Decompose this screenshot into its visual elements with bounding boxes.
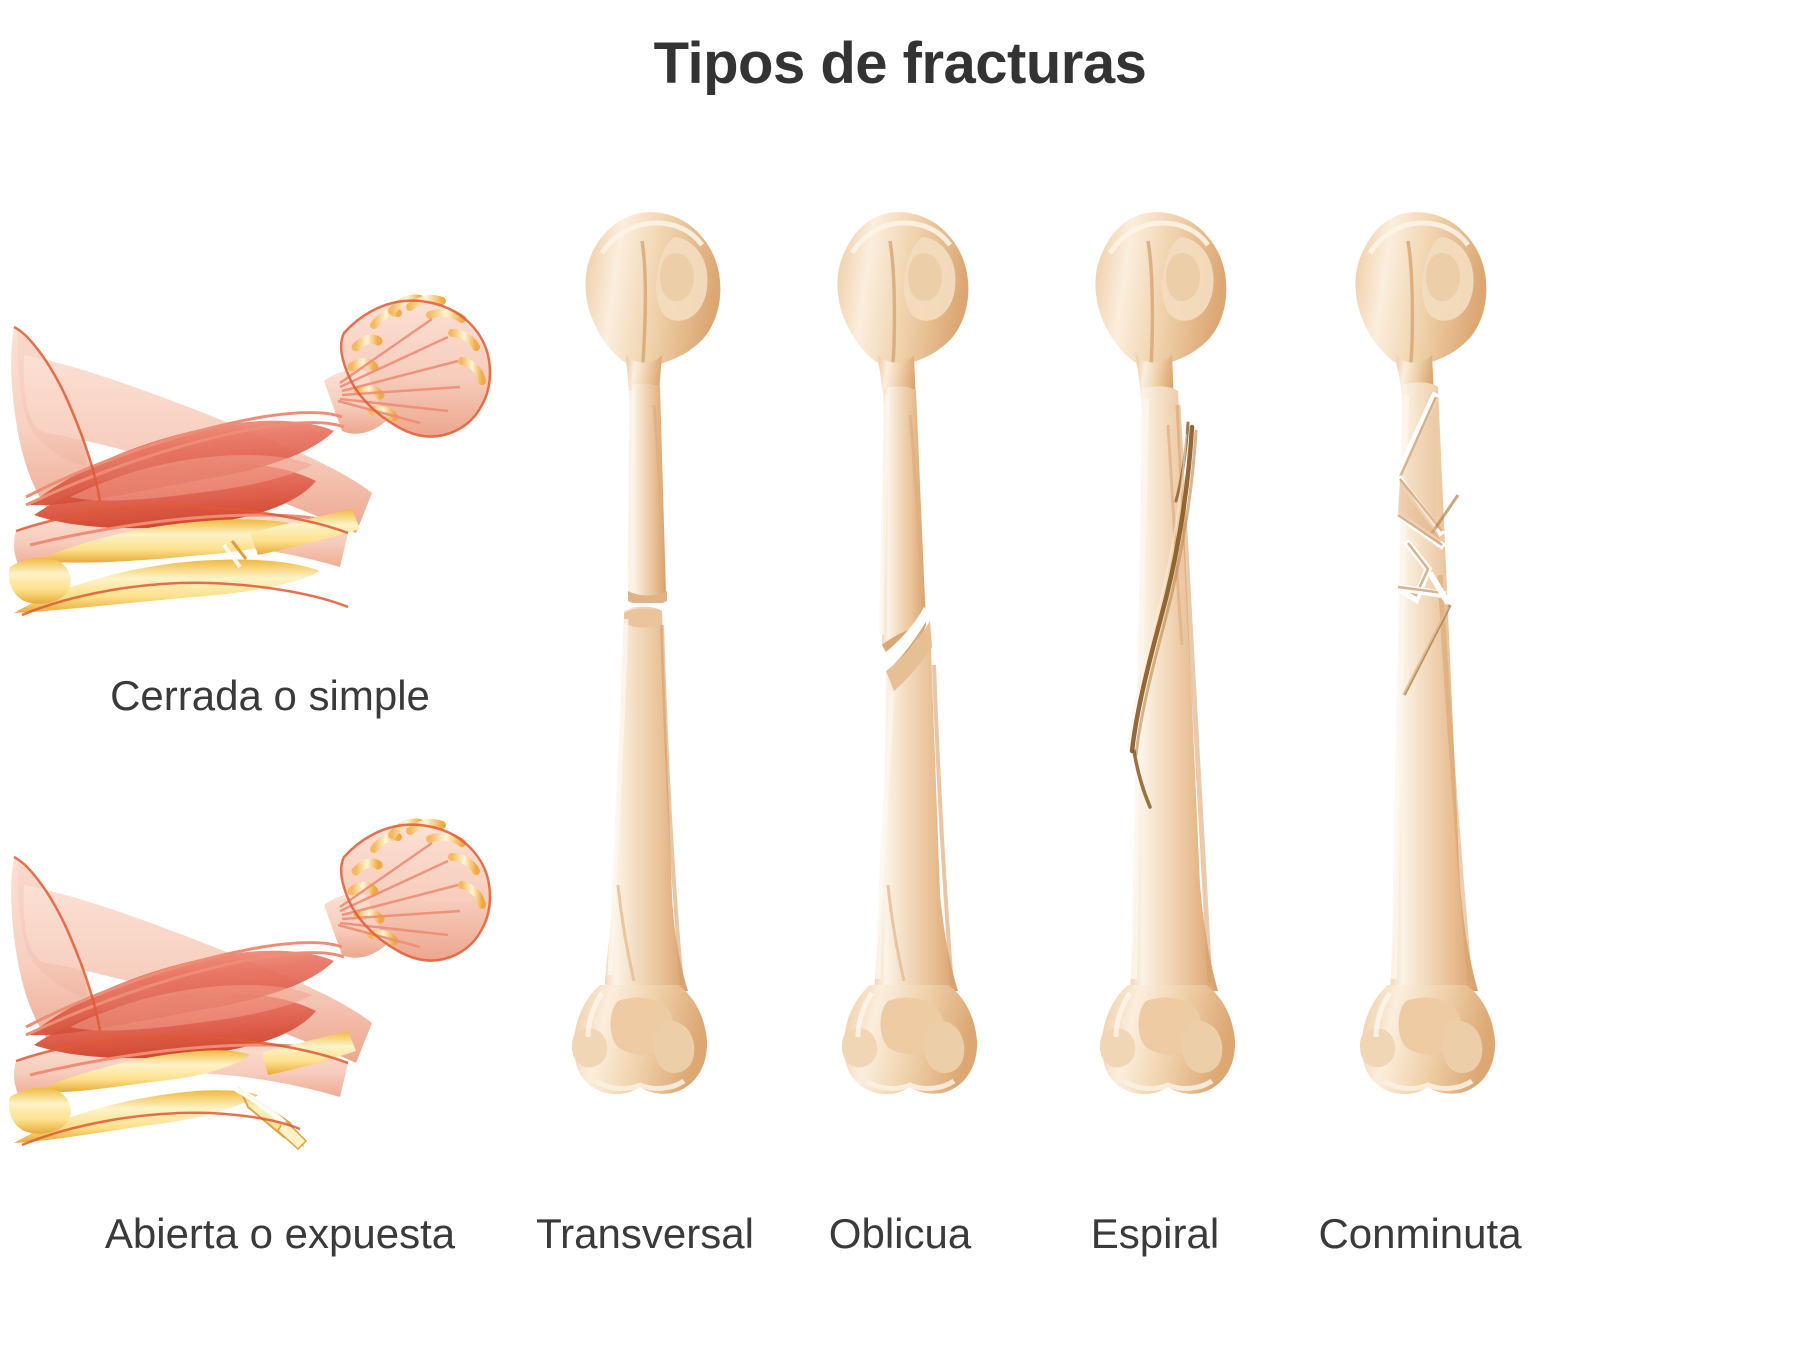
tubercle-inner <box>660 253 694 301</box>
deltoid-tuberosity-line <box>908 414 924 596</box>
shaft-lower-shadow <box>660 624 684 986</box>
arm-outlines <box>13 299 492 617</box>
trochlea-outline <box>864 1078 956 1091</box>
shaft-shadow-right <box>1437 574 1473 984</box>
capitulum <box>1182 1020 1223 1073</box>
hand-tendons <box>337 317 461 425</box>
distal-bone-segment <box>262 1031 356 1075</box>
oblique-lower-face <box>886 621 932 691</box>
fragment-line-1 <box>1394 391 1440 477</box>
muscle-highlight <box>70 455 312 501</box>
fragment-line-3-shade <box>1397 513 1443 547</box>
proximal-bone-head <box>8 557 71 604</box>
figure-transverse-fracture <box>530 195 760 1185</box>
spiral-fracture-crack-shadow <box>1134 429 1198 757</box>
shaft-upper-edge-light <box>879 394 890 636</box>
tubercle-inner <box>1166 253 1200 301</box>
medial-epicondyle <box>1360 1028 1396 1068</box>
head-ridge-highlight <box>1107 220 1211 255</box>
humerus-shaft <box>1130 386 1218 995</box>
trochlea-outline <box>1382 1078 1474 1091</box>
fragment-line-2-shade <box>1399 478 1443 532</box>
caption-closed-fracture: Cerrada o simple <box>110 672 430 719</box>
fragment-line-8 <box>1430 494 1460 534</box>
skin-wound-opening <box>234 1086 286 1126</box>
medial-epicondyle <box>1100 1028 1136 1068</box>
deltoid-tuberosity-line <box>652 404 664 546</box>
deltoid-tuberosity-line <box>1166 424 1184 646</box>
caption-comminuted: Conminuta <box>1318 1210 1522 1257</box>
supracondylar-ridge <box>616 884 636 982</box>
spiral-fracture-crack-main <box>1129 424 1195 754</box>
fragment-line-7-hl <box>1401 606 1449 698</box>
figure-comminuted-fracture <box>1310 195 1540 1185</box>
capitulum <box>1442 1020 1483 1073</box>
trochlea-outline <box>1122 1078 1214 1091</box>
lower-fracture-surface <box>624 608 662 628</box>
closed-fracture-arm-graphic <box>8 294 492 617</box>
caption-oblique: Oblicua <box>828 1210 972 1257</box>
hand-tendons <box>337 841 461 949</box>
fragment-shadow-wedge <box>1398 479 1442 545</box>
comminuted-bone-graphic <box>1355 212 1496 1095</box>
distal-highlight <box>855 991 875 1038</box>
figure-spiral-fracture <box>1050 195 1280 1185</box>
fragment-shadow-wedge-2 <box>1400 395 1438 533</box>
page-title: Tipos de fracturas <box>653 31 1147 96</box>
shaft-lower-shadow <box>932 664 954 986</box>
figure-closed-fracture <box>0 215 520 635</box>
capitulum <box>654 1020 695 1073</box>
arm-outlines <box>13 823 492 1147</box>
oblique-fracture-gap <box>874 607 930 675</box>
humerus-shaft-lower <box>874 621 958 995</box>
fracture-line-closed <box>230 540 248 560</box>
protruding-bone-tip <box>277 1117 308 1151</box>
spiral-bone-graphic <box>1095 212 1236 1095</box>
fragment-line-1-shade <box>1398 396 1438 478</box>
medial-epicondyle <box>572 1028 608 1068</box>
tubercle-inner <box>908 253 942 301</box>
ulna-bone <box>14 559 320 613</box>
shaft-lower-edge-light <box>875 690 895 980</box>
comminuted-fracture-lines <box>1393 391 1460 698</box>
distal-forearm-bone <box>250 509 360 555</box>
distal-highlight <box>1373 991 1393 1038</box>
shaft-upper-edge-light <box>627 390 635 594</box>
caption-spiral: Espiral <box>1090 1210 1220 1257</box>
radius-bone <box>36 1050 250 1093</box>
spiral-fracture-branch-lower <box>1132 749 1152 809</box>
open-fracture-arm-graphic <box>8 818 492 1151</box>
transverse-fracture-top-surface <box>628 591 667 606</box>
distal-highlight <box>1113 991 1133 1038</box>
oblique-bone-graphic <box>837 212 978 1095</box>
transverse-bone-graphic <box>572 212 721 1095</box>
caption-open-fracture: Abierta o expuesta <box>104 1210 456 1257</box>
head-ridge-highlight <box>1367 220 1471 255</box>
shaft-lower-edge-light <box>607 618 629 976</box>
radius-bone <box>36 519 316 563</box>
capitulum <box>924 1020 965 1073</box>
medial-epicondyle <box>842 1028 878 1068</box>
hand-bones <box>347 294 486 422</box>
tubercle-inner <box>1426 253 1460 301</box>
head-ridge-highlight <box>849 220 953 255</box>
figure-oblique-fracture <box>790 195 1020 1185</box>
trochlea-outline <box>594 1078 686 1091</box>
fragment-line-5-shade <box>1397 585 1445 595</box>
fracture-gap-closed <box>222 543 242 569</box>
fragment-line-6 <box>1427 571 1451 605</box>
caption-transverse: Transversal <box>536 1210 754 1257</box>
distal-highlight <box>585 991 605 1038</box>
figure-open-fracture <box>0 745 520 1175</box>
proximal-bone-head <box>8 1087 71 1134</box>
supracondylar-ridge <box>886 884 906 982</box>
spiral-fracture-highlight <box>1127 434 1187 748</box>
muscle-highlight <box>70 985 312 1031</box>
shaft-edge-light <box>1131 398 1149 980</box>
head-ridge-highlight <box>599 220 705 255</box>
